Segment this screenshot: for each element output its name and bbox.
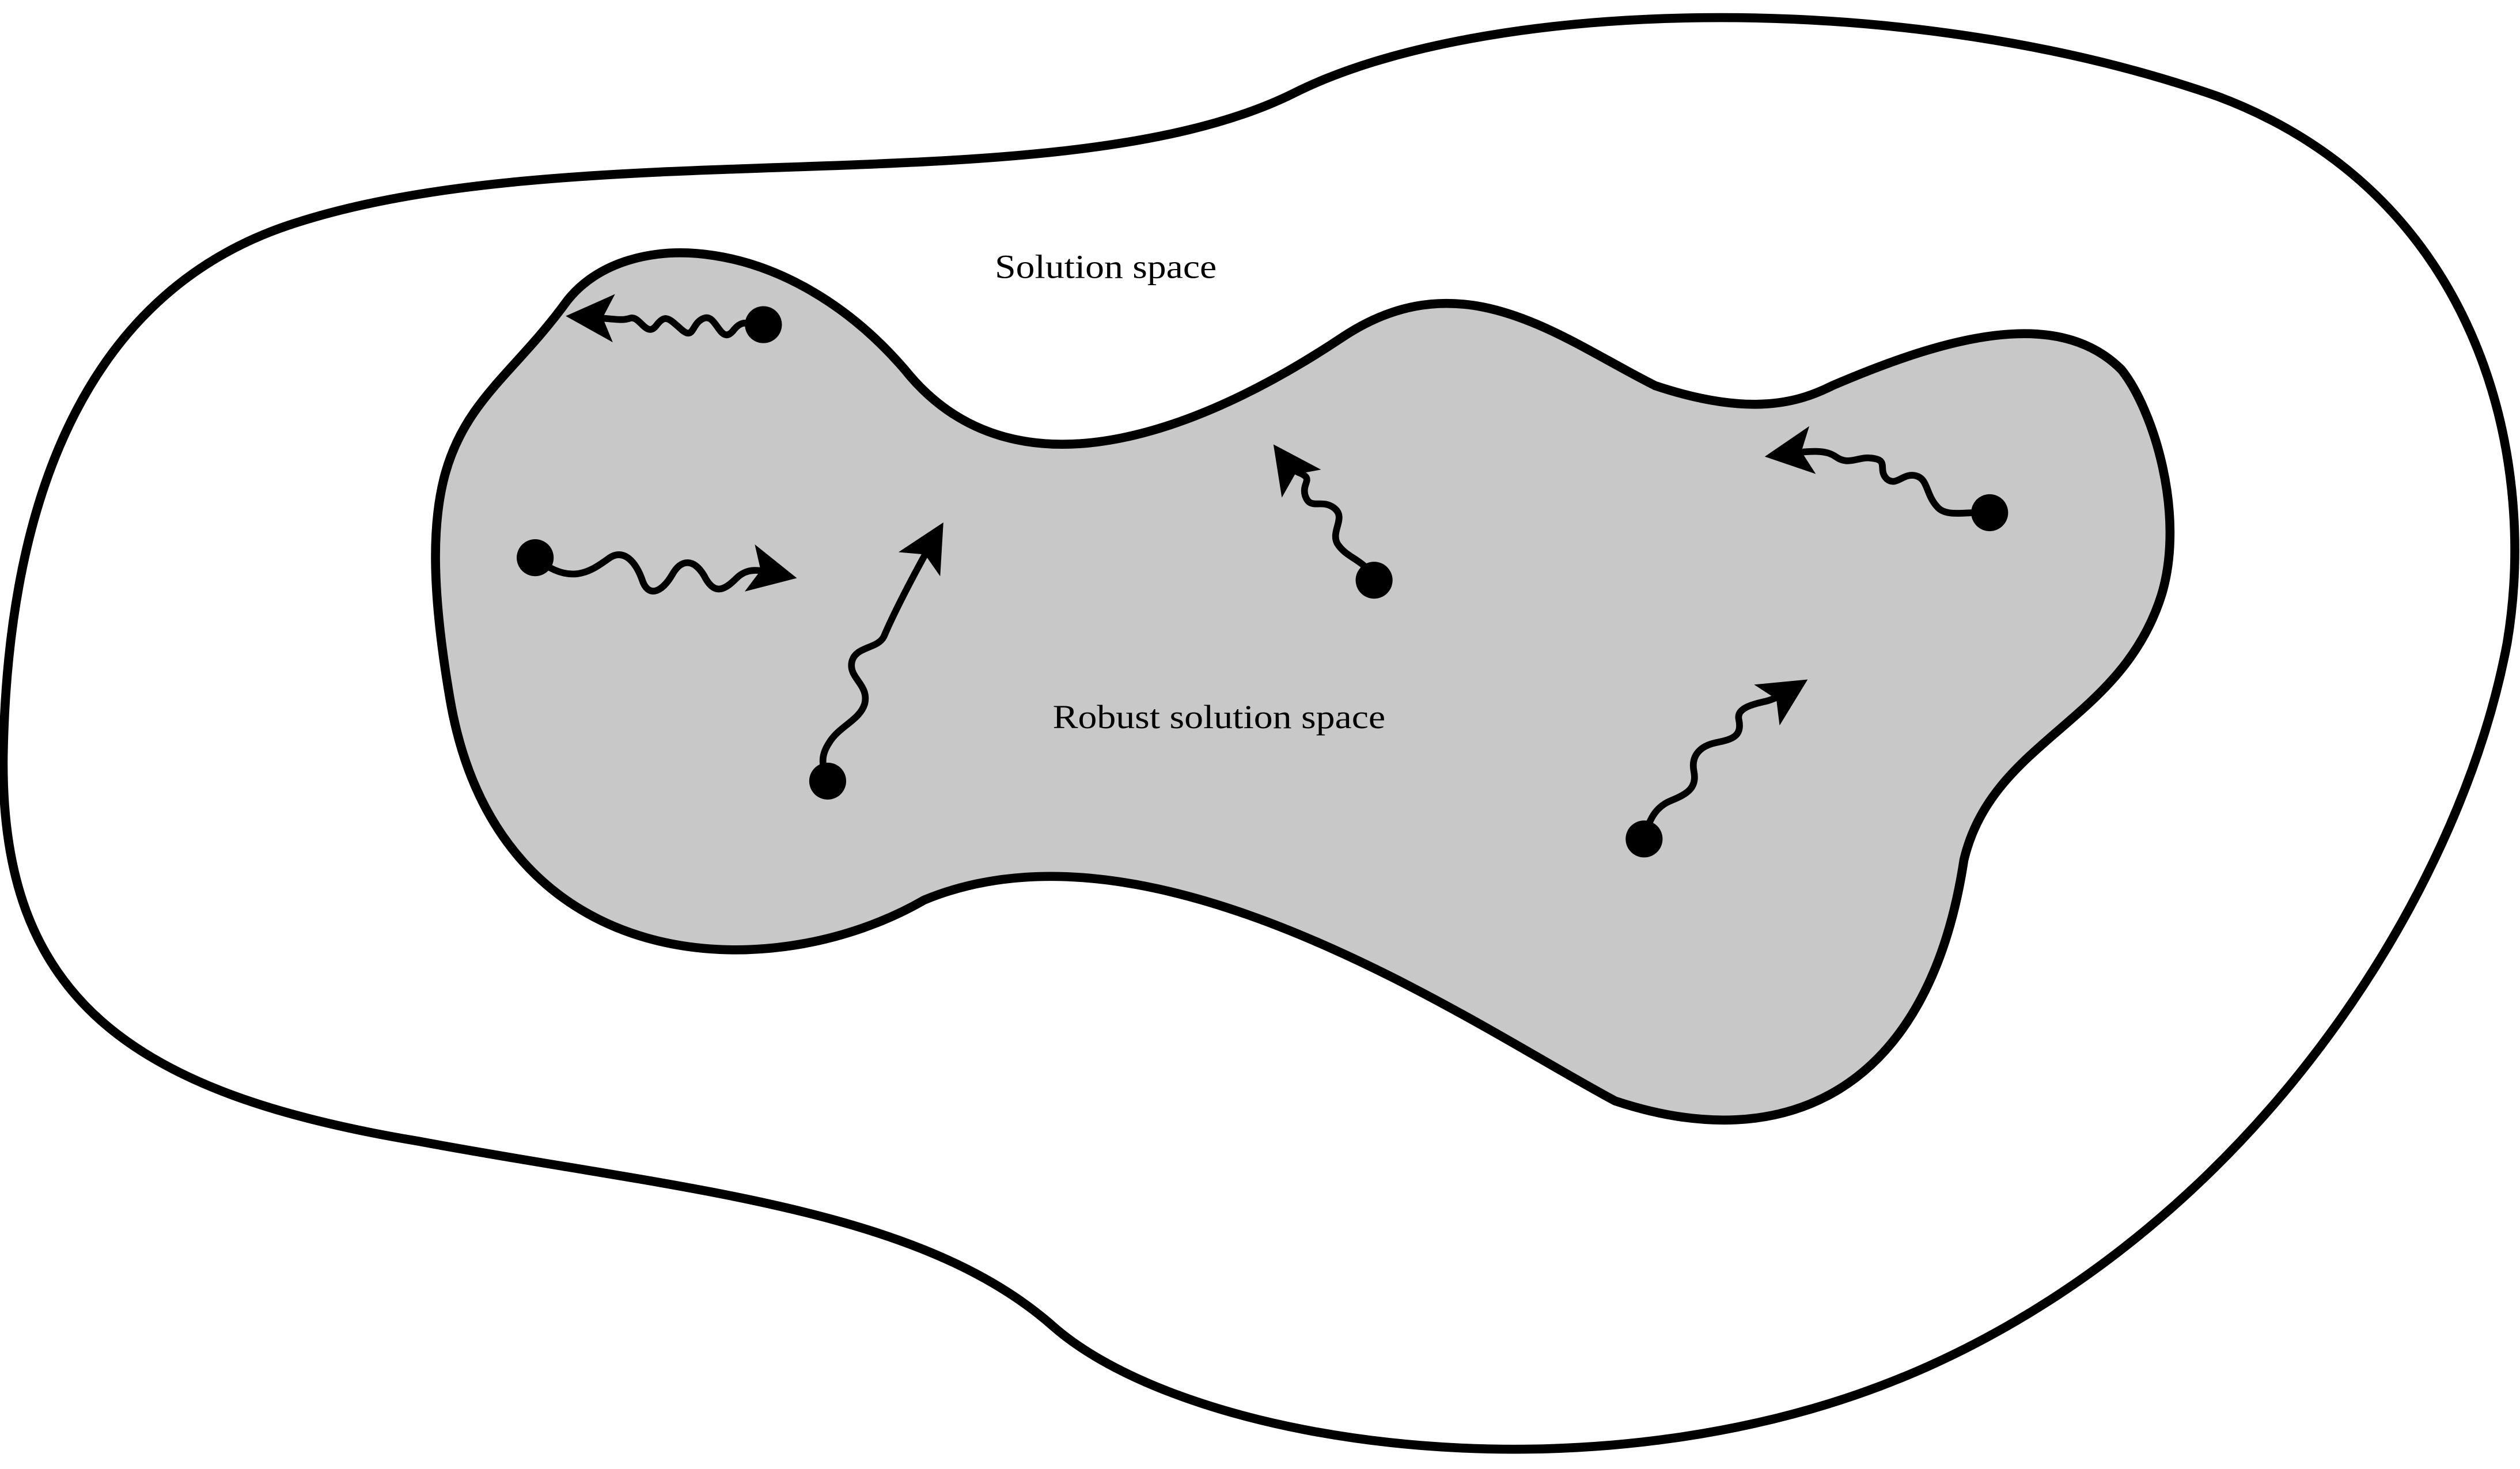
particle-3-squiggle-arrow xyxy=(819,522,943,785)
particle-6-squiggle-arrow xyxy=(1640,679,1808,843)
robust-solution-space-region xyxy=(431,248,2175,1125)
particle-1-dot xyxy=(745,306,782,343)
particle-4-dot xyxy=(1355,562,1393,599)
particle-5 xyxy=(1764,426,2009,532)
particle-1 xyxy=(566,294,782,343)
particle-6-dot xyxy=(1625,820,1663,858)
particle-2-squiggle-arrow xyxy=(532,544,797,595)
particle-3-dot xyxy=(809,762,847,800)
particle-2-dot xyxy=(517,539,554,577)
particle-5-squiggle-arrow xyxy=(1764,426,1994,517)
particle-5-dot xyxy=(1971,494,2009,532)
particle-3 xyxy=(809,522,943,800)
particle-4 xyxy=(1273,444,1393,599)
particle-4-squiggle-arrow xyxy=(1273,444,1378,584)
robust-solution-space-label: Robust solution space xyxy=(1053,698,1386,736)
particle-1-squiggle-arrow xyxy=(566,294,767,343)
solution-space-boundary xyxy=(0,13,2519,1454)
particle-2 xyxy=(517,539,797,595)
solution-space-label: Solution space xyxy=(995,248,1217,286)
particle-6 xyxy=(1625,679,1808,858)
